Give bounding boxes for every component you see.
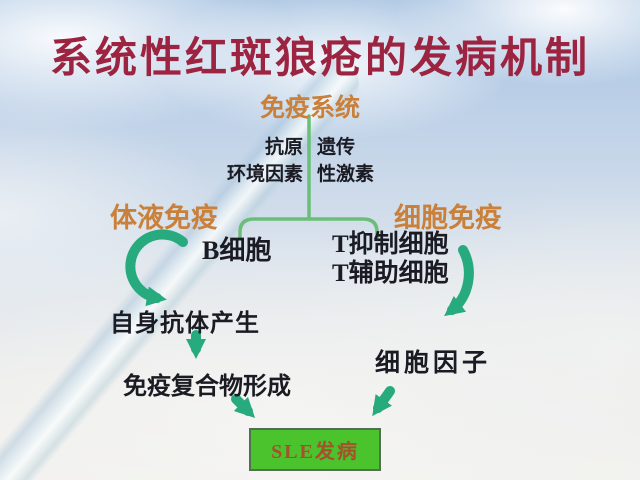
factor-column-right: 遗传 性激素	[317, 134, 457, 188]
diagonal-arrow-left-icon	[231, 394, 256, 419]
node-b-cell: B细胞	[202, 236, 272, 265]
curved-arrow-right-icon	[444, 245, 474, 317]
factor-column-left: 抗原 环境因素	[163, 134, 303, 188]
node-immune-complex: 免疫复合物形成	[123, 374, 291, 400]
node-immune-system: 免疫系统	[259, 95, 361, 122]
factor-heredity: 遗传	[317, 137, 356, 158]
factor-environment: 环境因素	[226, 164, 303, 185]
node-t-suppressor: T抑制细胞	[332, 231, 449, 258]
label-cellular-immunity: 细胞免疫	[394, 203, 502, 233]
factor-sex-hormone: 性激素	[317, 164, 375, 185]
node-t-cells: T抑制细胞 T辅助细胞	[332, 230, 449, 288]
node-autoantibody: 自身抗体产生	[110, 311, 260, 337]
factor-antigen: 抗原	[264, 137, 303, 158]
outcome-box: SLE发病	[249, 428, 381, 471]
page-title: 系统性红斑狼疮的发病机制	[49, 36, 590, 82]
outcome-label: SLE发病	[271, 441, 359, 463]
branch-bracket	[238, 217, 379, 240]
node-t-helper: T辅助细胞	[332, 260, 449, 287]
node-cytokine: 细胞因子	[375, 350, 492, 377]
diagonal-arrow-right-icon	[372, 386, 395, 417]
label-humoral-immunity: 体液免疫	[110, 203, 218, 233]
curved-arrow-left-icon	[125, 229, 188, 307]
